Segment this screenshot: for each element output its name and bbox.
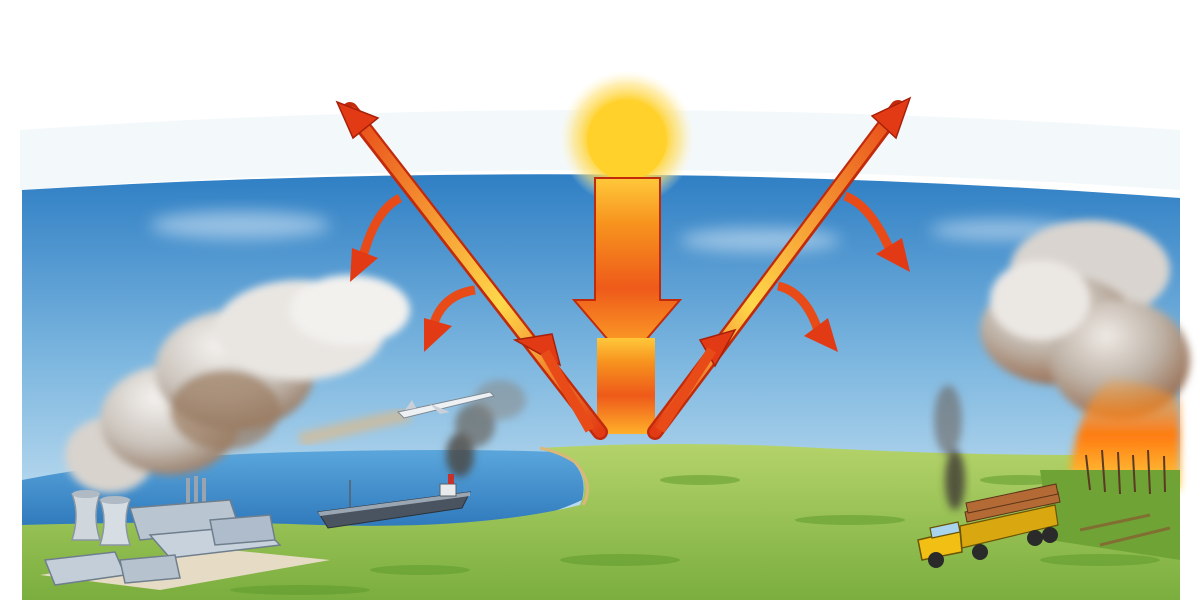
- illustration-canvas: [0, 0, 1200, 616]
- greenhouse-effect-illustration: [0, 0, 1200, 616]
